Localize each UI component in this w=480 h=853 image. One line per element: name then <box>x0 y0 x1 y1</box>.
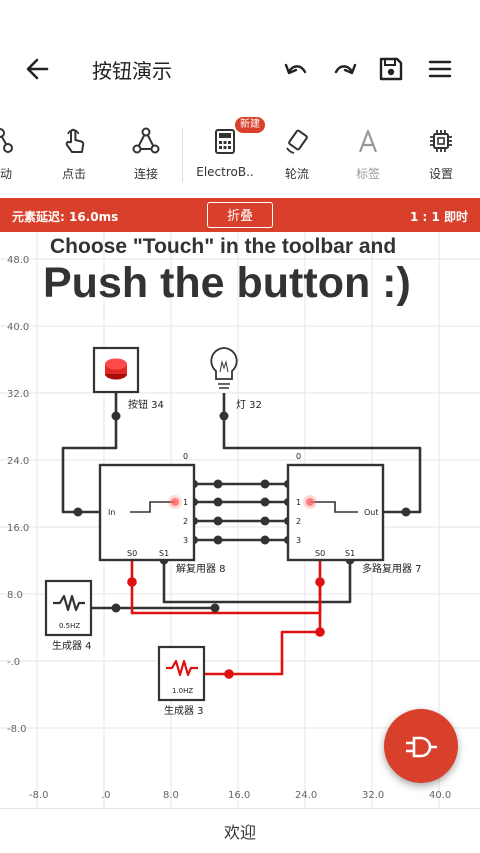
new-badge: 新建 <box>235 117 265 133</box>
demux-s1-label: S1 <box>159 549 169 558</box>
tool-rotate[interactable]: 轮流 <box>262 118 332 190</box>
mux-in-label: 0 <box>296 452 301 461</box>
mux-in-label: 1 <box>296 498 301 507</box>
save-icon <box>379 57 403 81</box>
rotate-icon <box>286 129 308 154</box>
demux-out-label: 1 <box>183 498 188 507</box>
x-tick: 40.0 <box>429 790 451 801</box>
demux-s0-label: S0 <box>127 549 137 558</box>
tool-electrobox[interactable]: 新建 ElectroB.. <box>190 117 265 190</box>
touch-icon <box>65 128 85 153</box>
x-tick: 24.0 <box>295 790 317 801</box>
lamp-component[interactable] <box>210 347 238 389</box>
push-button-component[interactable] <box>92 346 140 394</box>
bottom-bar: 欢迎 <box>0 808 480 853</box>
tool-connect-label: 连接 <box>133 167 158 181</box>
arrow-left-icon <box>26 58 49 80</box>
collapse-button[interactable]: 折叠 <box>207 202 273 228</box>
tool-rotate-label: 轮流 <box>284 167 309 181</box>
y-tick: 32.0 <box>7 389 29 400</box>
tool-settings-label: 设置 <box>428 167 453 181</box>
y-tick: 24.0 <box>7 456 29 467</box>
tool-label-label: 标签 <box>355 167 380 181</box>
app-bar: 按钮演示 <box>0 40 480 98</box>
connect-icon <box>132 127 160 154</box>
canvas-heading-large: Push the button :) <box>43 259 411 307</box>
x-tick: -8.0 <box>29 790 49 801</box>
calculator-icon <box>215 129 235 154</box>
undo-icon <box>284 63 307 75</box>
tool-electrobox-label: ElectroB.. <box>196 165 254 179</box>
y-tick: -.0 <box>7 657 20 668</box>
undo-button[interactable] <box>281 54 311 84</box>
drag-icon <box>0 128 13 153</box>
page-title: 按钮演示 <box>92 59 172 83</box>
element-delay-text: 元素延迟: 16.0ms <box>12 210 119 224</box>
circuit-svg[interactable]: 48.0 40.0 32.0 24.0 16.0 8.0 -.0 -8.0 -8… <box>0 232 480 808</box>
demux-name-label: 解复用器 8 <box>176 562 226 575</box>
generator-4-component[interactable] <box>44 579 93 637</box>
tool-touch[interactable]: 点击 <box>39 118 109 190</box>
demux-in-label: In <box>108 508 115 517</box>
mux-in-label: 3 <box>296 536 301 545</box>
tool-touch-label: 点击 <box>61 167 86 181</box>
canvas-heading-small: Choose "Touch" in the toolbar and <box>50 235 396 258</box>
multiplexer-component[interactable] <box>286 463 385 562</box>
add-component-fab[interactable] <box>384 709 458 783</box>
tool-drag-label: 拖动 <box>0 167 12 181</box>
x-tick: 32.0 <box>362 790 384 801</box>
logic-gate-icon <box>406 736 437 758</box>
lamp-label: 灯 32 <box>236 399 262 411</box>
mux-in-label: 2 <box>296 517 301 526</box>
x-tick: 8.0 <box>163 790 179 801</box>
toolbar-divider <box>182 128 183 182</box>
demux-out-label: 2 <box>183 517 188 526</box>
back-button[interactable] <box>22 54 52 84</box>
chip-icon <box>430 130 452 152</box>
gen3-freq: 1.0HZ <box>172 687 193 695</box>
status-bar: 元素延迟: 16.0ms 折叠 1 : 1 即时 <box>0 198 480 232</box>
generator-3-component[interactable] <box>157 645 206 702</box>
y-tick: 16.0 <box>7 523 29 534</box>
demultiplexer-component[interactable] <box>98 463 196 562</box>
tool-bar: 拖动 点击 连接 新建 El <box>0 117 480 190</box>
mux-s1-label: S1 <box>345 549 355 558</box>
y-tick: -8.0 <box>7 724 27 735</box>
tool-connect[interactable]: 连接 <box>111 118 181 190</box>
x-tick: .0 <box>101 790 111 801</box>
save-button[interactable] <box>376 54 406 84</box>
redo-button[interactable] <box>330 54 360 84</box>
redo-icon <box>334 63 357 75</box>
y-tick: 8.0 <box>7 590 23 601</box>
demux-out-label: 0 <box>183 452 188 461</box>
label-icon <box>358 129 378 153</box>
simulation-speed-text[interactable]: 1 : 1 即时 <box>409 210 468 224</box>
tool-label[interactable]: 标签 <box>333 118 403 190</box>
button-label: 按钮 34 <box>128 398 164 411</box>
y-tick: 48.0 <box>7 255 29 266</box>
gen4-freq: 0.5HZ <box>59 622 80 630</box>
circuit-canvas[interactable]: 48.0 40.0 32.0 24.0 16.0 8.0 -.0 -8.0 -8… <box>0 232 480 808</box>
x-tick: 16.0 <box>228 790 250 801</box>
gen4-name-label: 生成器 4 <box>52 639 92 652</box>
menu-icon <box>428 60 452 78</box>
mux-out-label: Out <box>364 508 379 517</box>
demux-out-label: 3 <box>183 536 188 545</box>
y-tick: 40.0 <box>7 322 29 333</box>
tool-drag[interactable]: 拖动 <box>0 118 35 190</box>
welcome-label[interactable]: 欢迎 <box>223 823 256 842</box>
gen3-name-label: 生成器 3 <box>164 704 204 717</box>
tool-settings[interactable]: 设置 <box>406 118 476 190</box>
mux-s0-label: S0 <box>315 549 325 558</box>
mux-name-label: 多路复用器 7 <box>362 562 422 575</box>
menu-button[interactable] <box>425 54 455 84</box>
